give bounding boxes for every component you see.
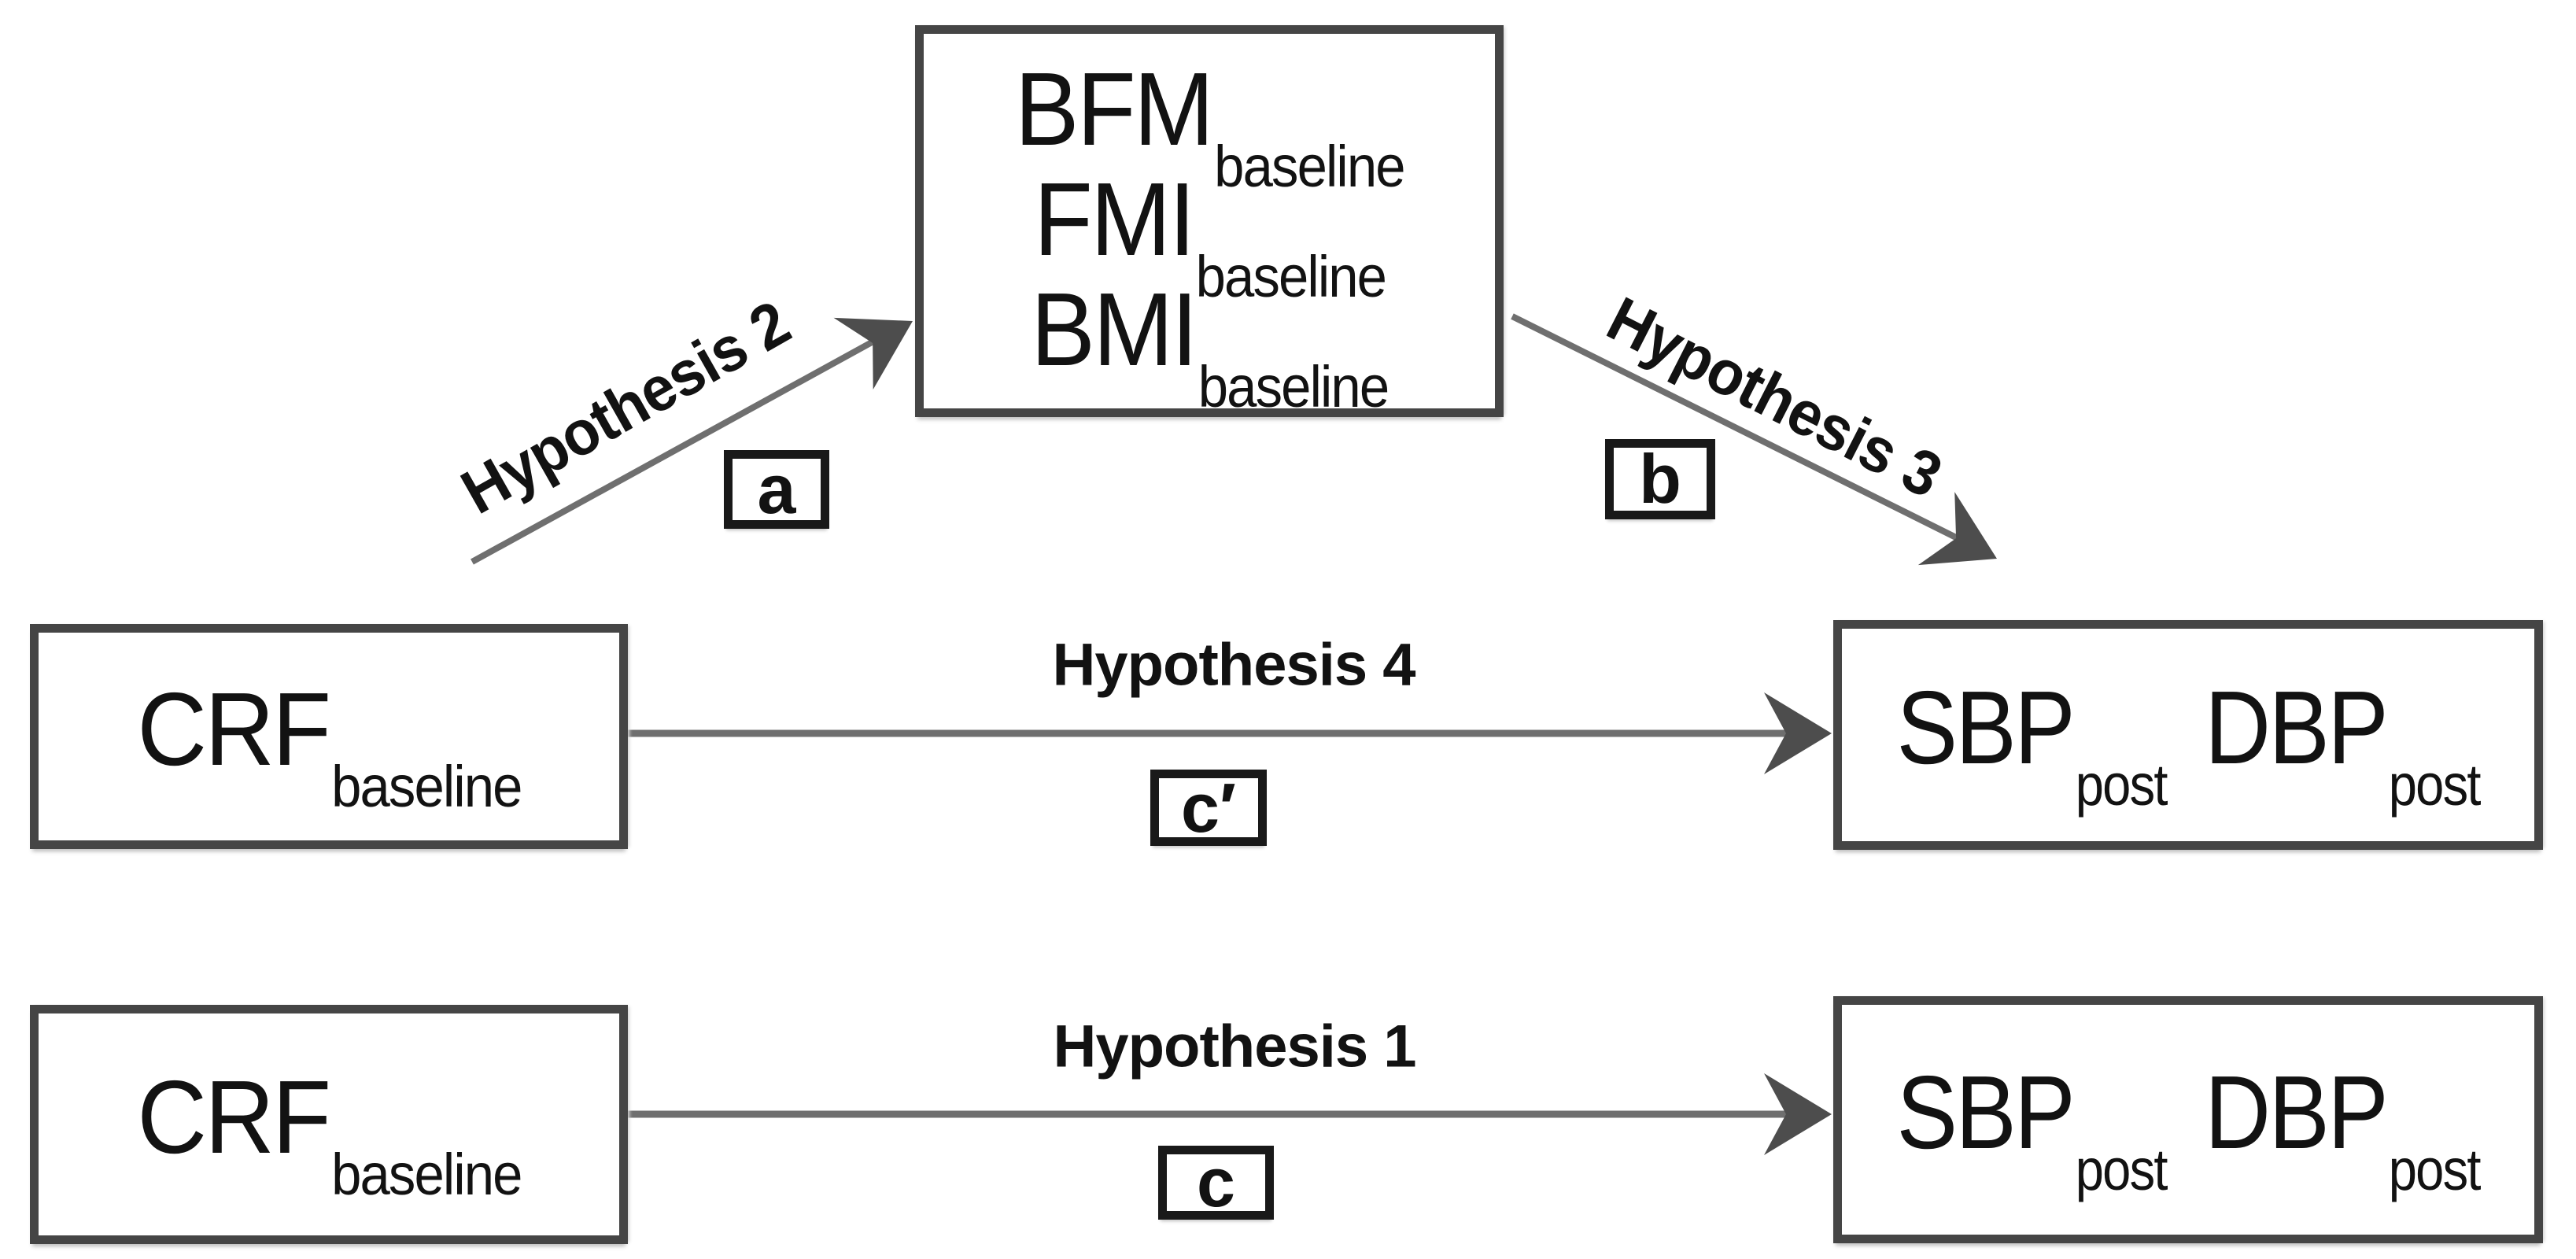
coef-a-box: a: [724, 450, 829, 529]
sbp-subscript: post: [2075, 1137, 2168, 1203]
predictor-box-mediation: CRFbaseline: [30, 624, 628, 849]
sbp-group: SBPpost: [1896, 1054, 2168, 1198]
hypothesis-1-label: Hypothesis 1: [1053, 1013, 1416, 1080]
mediator-line-bfm: BFMbaseline: [1014, 57, 1405, 196]
hypothesis-4-label: Hypothesis 4: [1052, 631, 1415, 699]
dbp-subscript: post: [2388, 1137, 2482, 1203]
arrow-a-head-icon: [833, 317, 913, 390]
bmi-label: BMI: [1030, 271, 1198, 388]
crf-label: CRF: [136, 1058, 331, 1175]
arrow-a-line: [471, 330, 889, 565]
coef-b-box: b: [1605, 439, 1715, 519]
bmi-subscript: baseline: [1198, 354, 1389, 420]
dbp-label: DBP: [2204, 669, 2389, 785]
coef-c-prime-label: c′: [1180, 768, 1237, 847]
fmi-subscript: baseline: [1195, 244, 1386, 310]
mediator-variable-list: BFMbaseline FMIbaseline BMIbaseline: [1000, 55, 1419, 416]
sbp-label: SBP: [1896, 669, 2075, 785]
arrow-c-head-icon: [1764, 1073, 1832, 1155]
sbp-label: SBP: [1896, 1054, 2075, 1170]
fmi-label: FMI: [1033, 161, 1195, 277]
coef-a-label: a: [757, 450, 796, 528]
crf-label: CRF: [136, 670, 331, 787]
crf-subscript: baseline: [330, 754, 522, 820]
dbp-subscript: post: [2388, 752, 2482, 818]
crf-subscript: baseline: [330, 1142, 522, 1208]
predictor-direct-text: CRFbaseline: [137, 1065, 522, 1203]
mediator-box: BFMbaseline FMIbaseline BMIbaseline: [915, 25, 1504, 417]
dbp-group: DBPpost: [2204, 669, 2481, 814]
dbp-label: DBP: [2204, 1054, 2389, 1170]
coef-b-label: b: [1639, 440, 1681, 518]
bfm-subscript: baseline: [1214, 133, 1405, 199]
mediator-line-bmi: BMIbaseline: [1031, 277, 1389, 416]
arrow-b-line: [1511, 313, 1969, 546]
dbp-group: DBPpost: [2204, 1054, 2481, 1198]
sbp-group: SBPpost: [1896, 669, 2168, 814]
coef-c-label: c: [1197, 1143, 1235, 1221]
coef-c-prime-box: c′: [1150, 768, 1267, 847]
arrow-b-head-icon: [1917, 492, 1997, 566]
bfm-label: BFM: [1014, 50, 1214, 167]
arrow-c-prime-head-icon: [1764, 692, 1832, 774]
sbp-subscript: post: [2075, 752, 2168, 818]
mediator-line-fmi: FMIbaseline: [1033, 167, 1386, 306]
predictor-box-direct: CRFbaseline: [30, 1005, 628, 1244]
coef-c-box: c: [1158, 1143, 1274, 1221]
predictor-mediation-text: CRFbaseline: [137, 677, 522, 815]
